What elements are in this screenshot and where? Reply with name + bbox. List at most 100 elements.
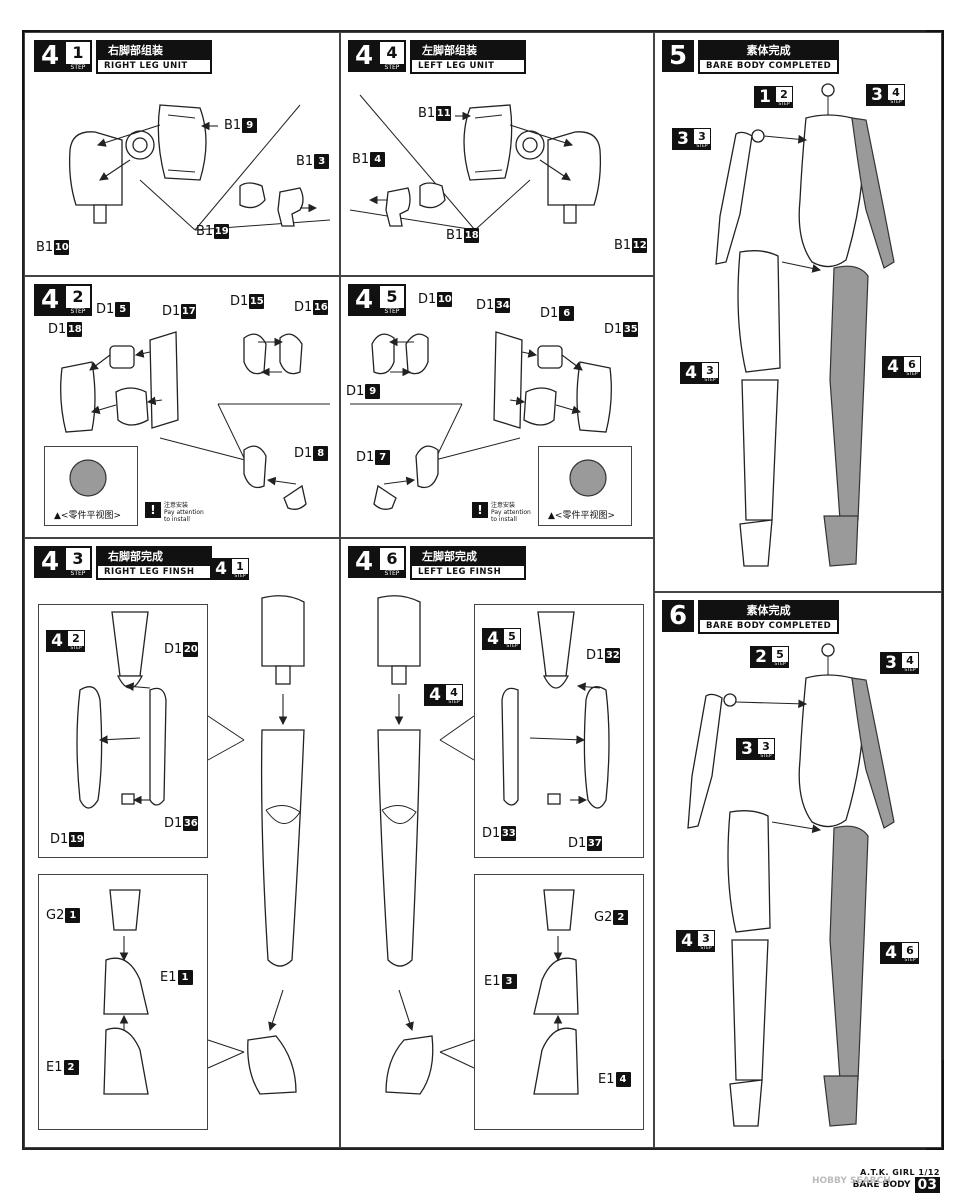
step-title-en: RIGHT LEG FINSH	[96, 566, 212, 580]
attn-en2: to install	[164, 516, 190, 523]
step-sub: 6	[386, 549, 398, 568]
step-title-en: LEFT LEG UNIT	[410, 60, 526, 74]
step-title-cn: 素体完成	[698, 40, 840, 60]
step-word: STEP	[66, 308, 90, 316]
step-title-cn: 素体完成	[698, 600, 840, 620]
page-frame	[22, 30, 944, 1150]
step-title-en: RIGHT LEG UNIT	[96, 60, 212, 74]
step-sub: 1	[72, 43, 84, 62]
step-num: 5	[662, 40, 694, 72]
step-sub: 5	[386, 287, 398, 306]
step-word: STEP	[380, 308, 404, 316]
attn-cn: 注意安装	[491, 502, 516, 509]
attn-en1: Pay attention	[491, 509, 531, 516]
art-step-4-5	[350, 331, 612, 510]
step-word: STEP	[380, 64, 404, 72]
topview-caption-left: ▲<零件平视图>	[548, 511, 616, 521]
art-step-4-6	[377, 595, 610, 1095]
art-step-6-body	[687, 643, 895, 1127]
step-num: 4	[348, 284, 380, 316]
panel-step-5	[654, 32, 942, 592]
topview-caption-right: ▲<零件平视图>	[54, 511, 122, 521]
step-sub: 4	[386, 43, 398, 62]
step-sub: 3	[72, 549, 84, 568]
watermark: HOBBY SEARCH	[812, 1176, 891, 1186]
step-sub: 2	[72, 287, 84, 306]
step-word: STEP	[380, 570, 404, 578]
step-word: STEP	[66, 570, 90, 578]
art-step-4-4	[349, 94, 602, 231]
panel-step-6	[654, 592, 942, 1148]
step-num: 4	[34, 546, 66, 578]
art-step-4-2	[60, 331, 330, 510]
page-number: 03	[914, 1177, 940, 1193]
product-name: A.T.K. GIRL 1/12	[860, 1168, 940, 1177]
step-num: 4	[348, 40, 380, 72]
step-title-en: BARE BODY COMPLETED	[698, 60, 840, 74]
art-step-4-3	[76, 595, 305, 1095]
step-num: 4	[34, 284, 66, 316]
step-title-cn: 左脚部组装	[410, 40, 526, 60]
attn-en2: to install	[491, 516, 517, 523]
step-num: 4	[348, 546, 380, 578]
step-title-cn: 右脚部完成	[96, 546, 212, 566]
step-title-cn: 右脚部组装	[96, 40, 212, 60]
attn-en1: Pay attention	[164, 509, 204, 516]
warning-icon: !	[472, 502, 488, 518]
section-name: BARE BODY	[852, 1180, 911, 1190]
attn-cn: 注意安装	[164, 502, 189, 509]
